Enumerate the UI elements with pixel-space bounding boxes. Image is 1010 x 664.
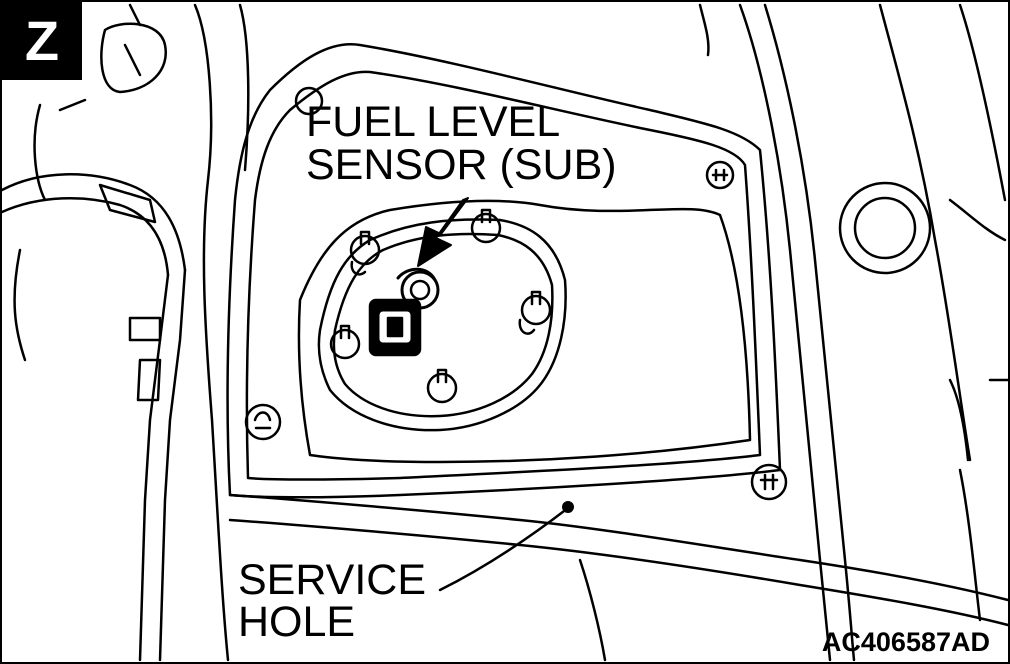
sensor-arrow xyxy=(417,197,469,267)
upper-left-details xyxy=(13,3,168,362)
service-hole-label-line2: HOLE xyxy=(238,598,356,646)
figure-code: AC406587AD xyxy=(821,627,990,657)
body-panel-lines xyxy=(193,3,1010,662)
fuel-level-sensor-label-line2: SENSOR (SUB) xyxy=(306,141,617,189)
sensor-connector xyxy=(368,267,440,357)
wiring-harness xyxy=(0,173,187,662)
right-side-details xyxy=(838,181,1010,462)
service-hole-leader xyxy=(438,501,574,592)
view-badge: Z xyxy=(2,2,82,80)
mounting-recess xyxy=(226,42,788,501)
service-hole-label-line1: SERVICE xyxy=(238,556,426,604)
mounting-studs xyxy=(329,208,552,404)
fuel-level-sensor-label-line1: FUEL LEVEL xyxy=(306,98,561,146)
sensor-cover-plate xyxy=(297,199,752,464)
